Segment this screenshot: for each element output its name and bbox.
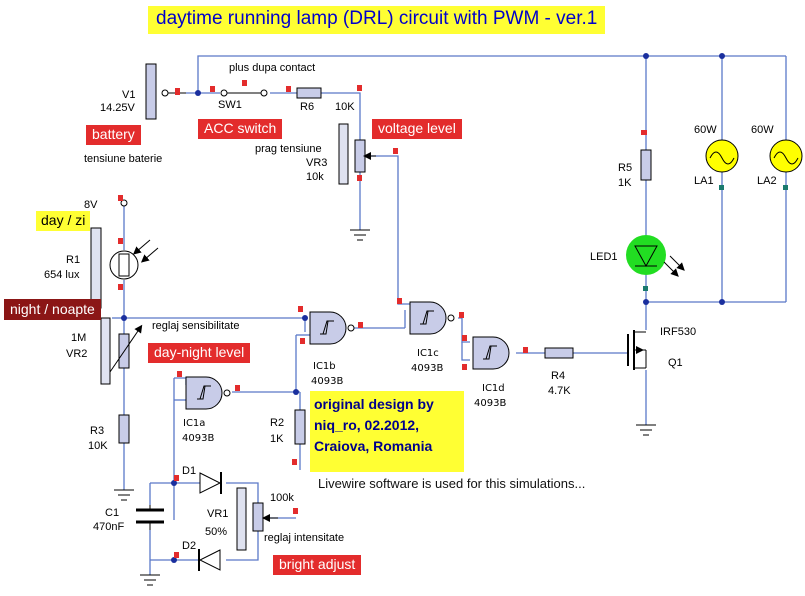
bright-adjust-tag: bright adjust xyxy=(273,555,362,575)
gate-ic1b: IC1b 4093B xyxy=(298,306,363,387)
vr1-percent: 50% xyxy=(205,526,227,538)
vr1-label: VR1 xyxy=(207,508,228,520)
vr1-value: 100k xyxy=(270,492,294,504)
credit-line-2: niq_ro, 02.2012, xyxy=(314,417,420,433)
potentiometer-vr2: 1M VR2 reglaj sensibilitate xyxy=(66,317,239,385)
potentiometer-vr3: prag tensiune VR3 10k xyxy=(255,123,398,241)
d2-label: D2 xyxy=(182,540,196,552)
resistor-r4: R4 4.7K xyxy=(523,347,574,397)
software-note: Livewire software is used for this simul… xyxy=(318,476,586,491)
credit-line-3: Craiova, Romania xyxy=(314,438,433,454)
r4-label: R4 xyxy=(551,370,565,382)
gate-ic1a: IC1a 4093B xyxy=(177,371,240,444)
plus-after-contact-label: plus dupa contact xyxy=(229,62,315,74)
la1-label: LA1 xyxy=(694,175,714,187)
acc-switch-tag: ACC switch xyxy=(198,119,283,139)
vr3-label: VR3 xyxy=(306,157,327,169)
la2-power: 60W xyxy=(751,124,774,136)
resistor-r6: R6 10K xyxy=(286,85,362,113)
vr2-value: 1M xyxy=(71,332,86,344)
q1-part: IRF530 xyxy=(660,326,696,338)
battery-voltage-label: tensiune baterie xyxy=(84,153,162,165)
day-night-level-tag: day-night level xyxy=(148,343,251,363)
lamp-la1: 60W LA1 xyxy=(694,124,739,190)
battery-v1: V1 14.25V tensiune baterie xyxy=(84,63,186,165)
ic1d-part: 4093B xyxy=(474,398,506,409)
lamp-la2: 60W LA2 xyxy=(751,124,803,190)
gate-ic1c: IC1c 4093B xyxy=(397,298,464,374)
mosfet-q1: IRF530 Q1 xyxy=(627,326,696,436)
v1-value: 14.25V xyxy=(100,102,136,114)
d1-label: D1 xyxy=(182,465,196,477)
q1-label: Q1 xyxy=(668,357,683,369)
led1-label: LED1 xyxy=(590,251,618,263)
r5-label: R5 xyxy=(618,162,632,174)
gate-ic1d: IC1d 4093B xyxy=(462,335,510,409)
threshold-voltage-label: prag tensiune xyxy=(255,143,322,155)
r1-value: 654 lux xyxy=(44,269,80,281)
junction-dots xyxy=(121,53,725,563)
day-tag: day / zi xyxy=(36,211,91,231)
resistor-r3: R3 10K xyxy=(88,414,134,501)
night-tag: night / noapte xyxy=(4,299,101,320)
c1-label: C1 xyxy=(105,507,119,519)
ic1d-label: IC1d xyxy=(482,383,505,394)
vr2-label: VR2 xyxy=(66,348,87,360)
ic1c-part: 4093B xyxy=(411,363,443,374)
v1-label: V1 xyxy=(122,89,135,101)
diode-d2: D2 xyxy=(174,540,221,571)
r2-value: 1K xyxy=(270,433,284,445)
r2-label: R2 xyxy=(270,417,284,429)
credit-line-1: original design by xyxy=(314,396,434,412)
credit-box: original design by niq_ro, 02.2012, Crai… xyxy=(310,391,464,472)
wires xyxy=(112,55,787,575)
ic1a-part: 4093B xyxy=(182,433,214,444)
la1-power: 60W xyxy=(694,124,717,136)
ic1c-label: IC1c xyxy=(417,348,439,359)
vr3-value: 10k xyxy=(306,171,324,183)
r6-label: R6 xyxy=(300,101,314,113)
c1-value: 470nF xyxy=(93,521,124,533)
ic1b-part: 4093B xyxy=(311,376,343,387)
ic1b-label: IC1b xyxy=(313,361,336,372)
resistor-r5: R5 1K xyxy=(618,130,652,189)
r6-value: 10K xyxy=(335,101,355,113)
r1-label: R1 xyxy=(66,254,80,266)
ldr-r1: 8V R1 654 lux xyxy=(44,195,159,309)
r4-value: 4.7K xyxy=(548,385,571,397)
ic1a-label: IC1a xyxy=(183,418,205,429)
capacitor-c1: C1 470nF xyxy=(93,505,164,586)
led-led1: LED1 xyxy=(590,235,685,291)
r5-value: 1K xyxy=(618,177,632,189)
sensitivity-adjust-label: reglaj sensibilitate xyxy=(152,320,239,332)
resistor-r2: R2 1K xyxy=(270,409,306,465)
la2-label: LA2 xyxy=(757,175,777,187)
r3-label: R3 xyxy=(90,425,104,437)
supply-8v-label: 8V xyxy=(84,199,98,211)
voltage-level-tag: voltage level xyxy=(372,119,462,139)
potentiometer-vr1: VR1 50% 100k reglaj intensitate xyxy=(205,487,344,551)
intensity-adjust-label: reglaj intensitate xyxy=(264,532,344,544)
r3-value: 10K xyxy=(88,440,108,452)
switch-sw1: SW1 plus dupa contact xyxy=(210,62,315,111)
sw1-label: SW1 xyxy=(218,99,242,111)
diagram-title: daytime running lamp (DRL) circuit with … xyxy=(148,6,606,34)
diode-d1: D1 xyxy=(174,465,222,494)
battery-tag: battery xyxy=(86,125,141,145)
